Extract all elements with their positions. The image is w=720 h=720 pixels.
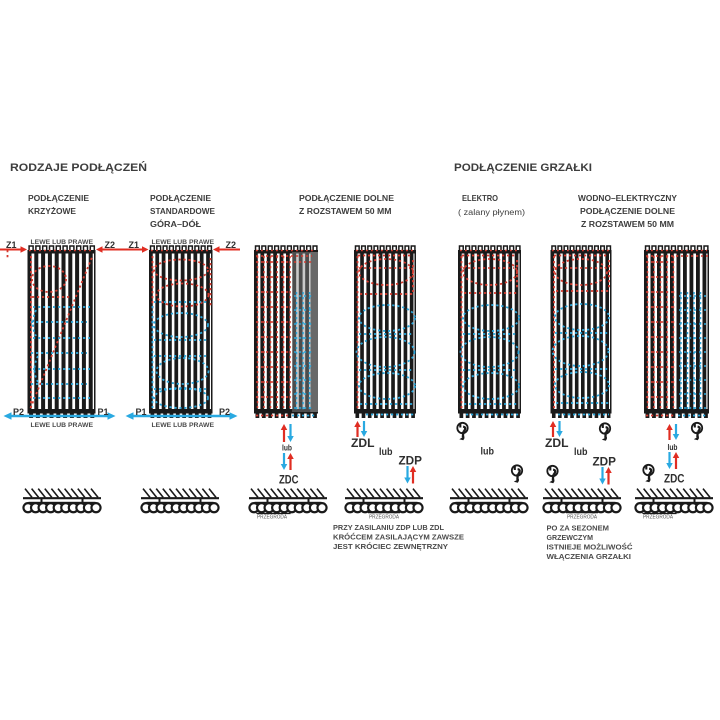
svg-text:LEWE LUB PRAWE: LEWE LUB PRAWE bbox=[31, 239, 94, 246]
svg-text:PODŁĄCZENIE DOLNE: PODŁĄCZENIE DOLNE bbox=[299, 193, 394, 203]
svg-text:ELEKTRO: ELEKTRO bbox=[462, 194, 499, 203]
svg-text:ZDC: ZDC bbox=[279, 475, 299, 487]
svg-text:Z2: Z2 bbox=[226, 240, 237, 250]
svg-text:PODŁĄCZENIE DOLNE: PODŁĄCZENIE DOLNE bbox=[580, 206, 675, 216]
svg-text:ZDP: ZDP bbox=[399, 454, 423, 468]
svg-text:PRZEGRODA: PRZEGRODA bbox=[643, 515, 674, 521]
svg-text:ZDL: ZDL bbox=[545, 436, 569, 450]
svg-text:LEWE LUB PRAWE: LEWE LUB PRAWE bbox=[31, 422, 94, 429]
svg-text:P1: P1 bbox=[98, 407, 109, 417]
svg-text:Z1: Z1 bbox=[6, 240, 17, 250]
svg-text:P2: P2 bbox=[13, 407, 24, 417]
svg-text:P2: P2 bbox=[219, 407, 230, 417]
svg-text:lub: lub bbox=[379, 447, 393, 458]
svg-text:PRZEGRODA: PRZEGRODA bbox=[257, 515, 288, 521]
svg-text:GRZEWCZYM: GRZEWCZYM bbox=[547, 533, 594, 542]
svg-text:WODNO–ELEKTRYCZNY: WODNO–ELEKTRYCZNY bbox=[578, 193, 677, 203]
svg-text:P1: P1 bbox=[136, 407, 147, 417]
svg-text:WŁĄCZENIA GRZAŁKI: WŁĄCZENIA GRZAŁKI bbox=[547, 552, 632, 561]
svg-text:JEST KRÓCIEC ZEWNĘTRZNY: JEST KRÓCIEC ZEWNĘTRZNY bbox=[333, 542, 448, 551]
svg-text:lub: lub bbox=[574, 447, 588, 458]
svg-text:RODZAJE PODŁĄCZEŃ: RODZAJE PODŁĄCZEŃ bbox=[10, 161, 147, 174]
svg-text:STANDARDOWE: STANDARDOWE bbox=[150, 206, 215, 216]
svg-text:ISTNIEJE MOŻLIWOŚĆ: ISTNIEJE MOŻLIWOŚĆ bbox=[547, 543, 634, 552]
svg-text:KRÓĆCEM ZASILAJĄCYM ZAWSZE: KRÓĆCEM ZASILAJĄCYM ZAWSZE bbox=[333, 533, 464, 542]
svg-text:GÓRA–DÓŁ: GÓRA–DÓŁ bbox=[150, 218, 201, 229]
svg-text:lub: lub bbox=[481, 447, 495, 458]
svg-text:Z2: Z2 bbox=[105, 240, 116, 250]
svg-text:PODŁĄCZENIE: PODŁĄCZENIE bbox=[150, 193, 211, 203]
svg-text:LEWE LUB PRAWE: LEWE LUB PRAWE bbox=[152, 422, 215, 429]
svg-text:PO ZA SEZONEM: PO ZA SEZONEM bbox=[547, 524, 610, 533]
svg-text:ZDP: ZDP bbox=[593, 455, 617, 469]
svg-text:PRZEGRODA: PRZEGRODA bbox=[567, 515, 598, 521]
svg-text:Z ROZSTAWEM 50 MM: Z ROZSTAWEM 50 MM bbox=[581, 219, 674, 229]
svg-text:( zalany płynem): ( zalany płynem) bbox=[458, 207, 525, 217]
svg-text:ZDL: ZDL bbox=[351, 436, 375, 450]
svg-text:Z1: Z1 bbox=[129, 240, 140, 250]
svg-text:lub: lub bbox=[668, 442, 678, 452]
svg-text:PRZEGRODA: PRZEGRODA bbox=[369, 515, 400, 521]
svg-text:lub: lub bbox=[282, 443, 292, 453]
svg-text:Z ROZSTAWEM 50 MM: Z ROZSTAWEM 50 MM bbox=[299, 206, 392, 216]
svg-text:ZDC: ZDC bbox=[664, 474, 685, 486]
svg-text:KRZYŻOWE: KRZYŻOWE bbox=[28, 206, 76, 216]
svg-text:LEWE LUB PRAWE: LEWE LUB PRAWE bbox=[152, 239, 215, 246]
svg-text:PODŁĄCZENIE: PODŁĄCZENIE bbox=[28, 193, 89, 203]
svg-text:PRZY ZASILANIU ZDP LUB ZDL: PRZY ZASILANIU ZDP LUB ZDL bbox=[333, 523, 445, 532]
svg-text:PODŁĄCZENIE GRZAŁKI: PODŁĄCZENIE GRZAŁKI bbox=[454, 162, 592, 174]
